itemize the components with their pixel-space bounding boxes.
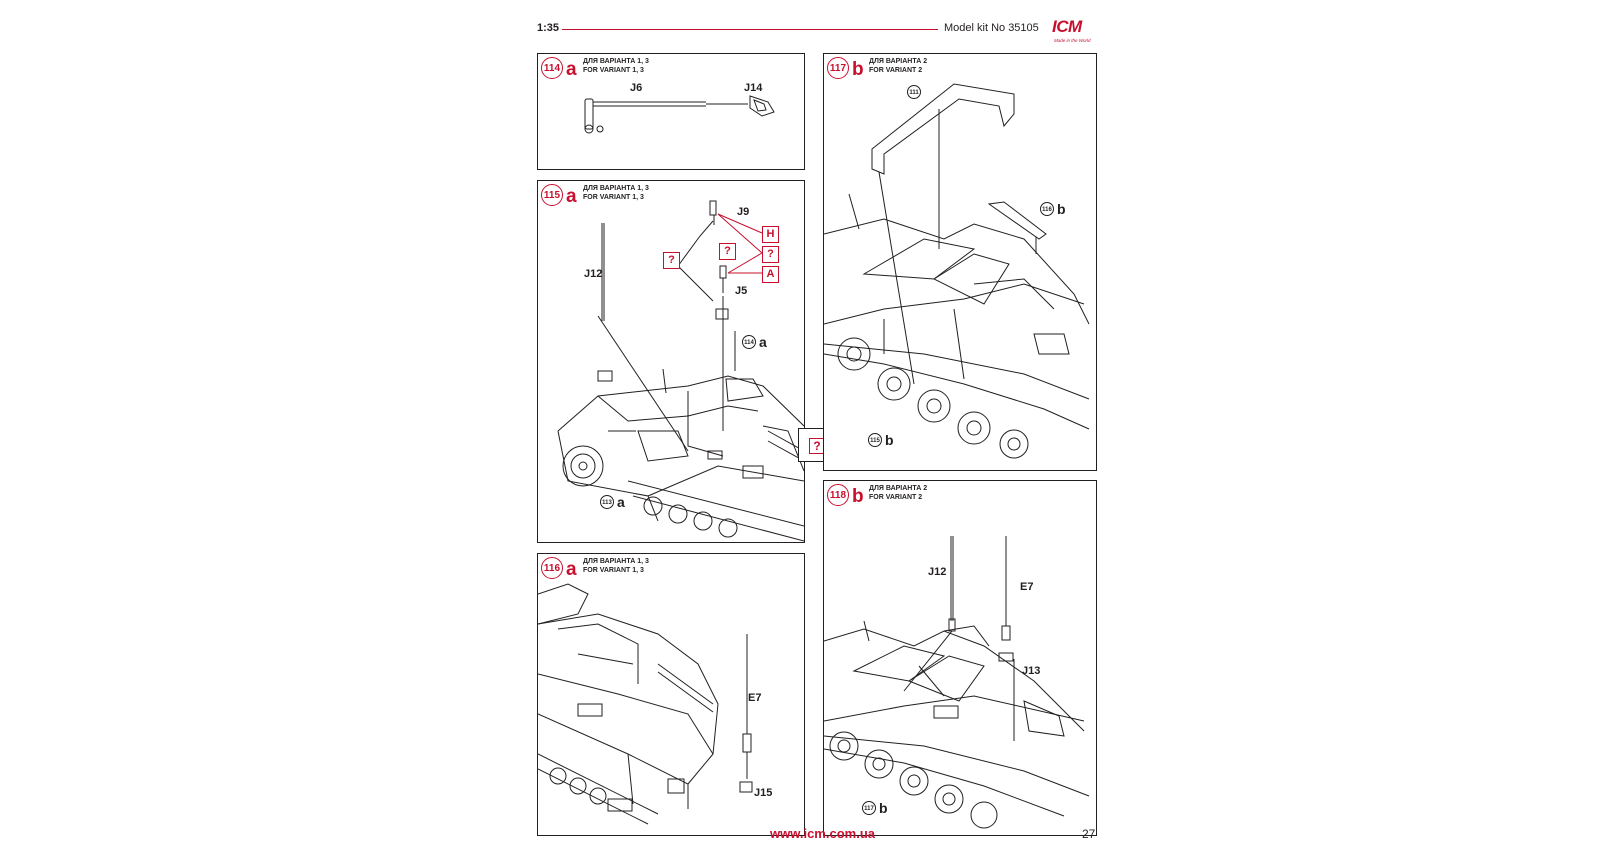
part-label-j5: J5 xyxy=(735,285,748,297)
step-114-drawing xyxy=(538,54,804,169)
step-118-variant-ru: ДЛЯ ВАРІАНТА 2 xyxy=(869,485,928,492)
ref-111: 111 xyxy=(907,85,921,99)
step-116-variant-en: FOR VARIANT 1, 3 xyxy=(583,567,644,574)
ref-115-b: 115 b xyxy=(868,432,894,448)
logo-text: ICM xyxy=(1052,17,1082,36)
step-117-number: 117 xyxy=(827,57,849,79)
marker-question-3: ? xyxy=(663,252,680,269)
step-118-panel: 118 b ДЛЯ ВАРІАНТА 2 FOR VARIANT 2 J12 E… xyxy=(823,480,1097,836)
page-number: 27 xyxy=(1082,827,1096,841)
step-116-number: 116 xyxy=(541,557,563,579)
ref-113-a: 113 a xyxy=(600,494,625,510)
marker-question-1: ? xyxy=(762,246,779,263)
part-label-j15: J15 xyxy=(754,787,773,799)
icm-logo-icon: ICM Made in the World xyxy=(1050,16,1100,46)
ref-116-b: 116 b xyxy=(1040,201,1066,217)
step-116-panel: 116 a ДЛЯ ВАРІАНТА 1, 3 FOR VARIANT 1, 3… xyxy=(537,553,805,836)
scale-label: 1:35 xyxy=(537,22,560,34)
step-118-drawing xyxy=(824,481,1096,835)
step-114-number: 114 xyxy=(541,57,563,79)
ref-114-a: 114 a xyxy=(742,334,767,350)
step-115-variant-en: FOR VARIANT 1, 3 xyxy=(583,194,644,201)
step-116-variant-ru: ДЛЯ ВАРІАНТА 1, 3 xyxy=(583,558,649,565)
marker-question-2: ? xyxy=(719,243,736,260)
step-117-drawing xyxy=(824,54,1096,470)
step-117-variant-ru: ДЛЯ ВАРІАНТА 2 xyxy=(869,58,928,65)
step-117-letter: b xyxy=(852,59,864,80)
model-kit-number: Model kit No 35105 xyxy=(944,22,1039,34)
marker-a: A xyxy=(762,266,779,283)
part-label-e7: E7 xyxy=(1020,581,1034,593)
logo-tagline: Made in the World xyxy=(1054,38,1091,43)
step-115-number: 115 xyxy=(541,184,563,206)
step-114-letter: a xyxy=(566,59,577,80)
part-label-j14: J14 xyxy=(744,82,763,94)
step-116-letter: a xyxy=(566,559,577,580)
step-114-variant-en: FOR VARIANT 1, 3 xyxy=(583,67,644,74)
part-label-j9: J9 xyxy=(737,206,750,218)
marker-h: H xyxy=(762,226,779,243)
website-link[interactable]: www.icm.com.ua xyxy=(770,826,875,841)
part-label-j13: J13 xyxy=(1022,665,1041,677)
part-label-j12: J12 xyxy=(928,566,947,578)
header-divider xyxy=(562,29,938,30)
part-label-e7: E7 xyxy=(748,692,762,704)
step-117-variant-en: FOR VARIANT 2 xyxy=(869,67,923,74)
step-115-letter: a xyxy=(566,186,577,207)
part-label-j6: J6 xyxy=(630,82,643,94)
step-117-panel: 117 b ДЛЯ ВАРІАНТА 2 FOR VARIANT 2 111 1… xyxy=(823,53,1097,471)
step-114-panel: 114 a ДЛЯ ВАРІАНТА 1, 3 FOR VARIANT 1, 3… xyxy=(537,53,805,170)
step-118-letter: b xyxy=(852,486,864,507)
step-118-number: 118 xyxy=(827,484,849,506)
step-118-variant-en: FOR VARIANT 2 xyxy=(869,494,923,501)
part-label-j12: J12 xyxy=(584,268,603,280)
step-114-variant-ru: ДЛЯ ВАРІАНТА 1, 3 xyxy=(583,58,649,65)
step-115-variant-ru: ДЛЯ ВАРІАНТА 1, 3 xyxy=(583,185,649,192)
step-115-panel: 115 a ДЛЯ ВАРІАНТА 1, 3 FOR VARIANT 1, 3… xyxy=(537,180,805,543)
step-115-drawing xyxy=(538,181,804,542)
ref-117-b: 117 b xyxy=(862,800,888,816)
step-116-drawing xyxy=(538,554,804,835)
